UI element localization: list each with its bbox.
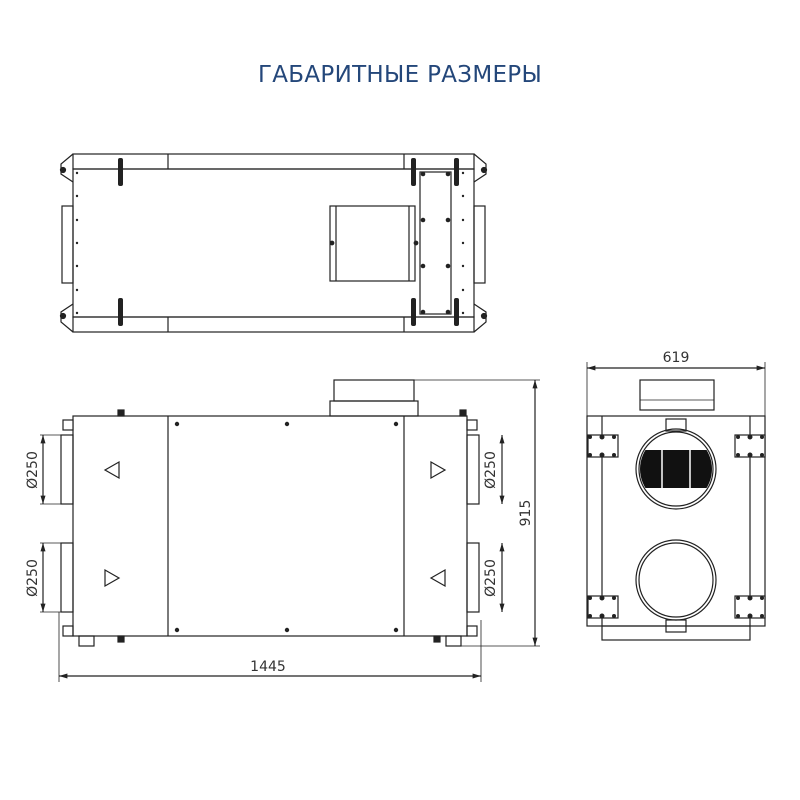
page-title: ГАБАРИТНЫЕ РАЗМЕРЫ xyxy=(257,62,543,88)
dim-length: 1445 xyxy=(250,659,286,675)
front-view xyxy=(40,379,540,682)
dim-duct-right-top: Ø250 xyxy=(483,451,499,489)
dim-duct-right-bottom: Ø250 xyxy=(483,559,499,597)
top-view xyxy=(59,153,488,333)
dim-duct-left-bottom: Ø250 xyxy=(25,559,41,597)
dim-height: 915 xyxy=(518,500,534,527)
dim-duct-left-top: Ø250 xyxy=(25,451,41,489)
dim-width: 619 xyxy=(663,350,690,366)
side-view xyxy=(586,362,766,641)
